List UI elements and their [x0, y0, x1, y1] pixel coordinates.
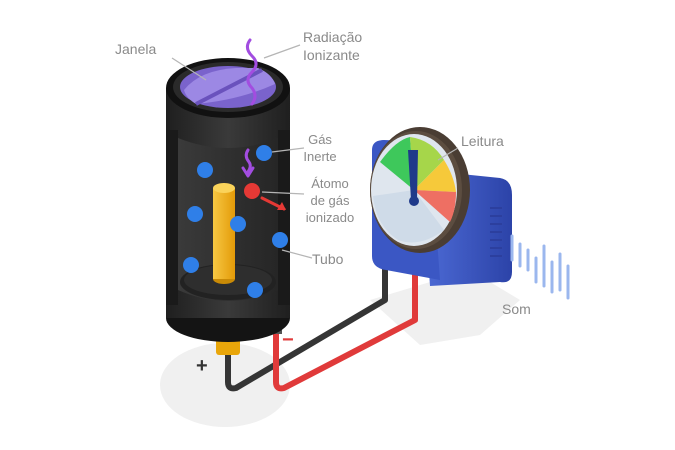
gas-atom [256, 145, 272, 161]
gauge-needle-icon [408, 150, 419, 206]
geiger-tube [166, 58, 290, 342]
label-janela: Janela [115, 41, 156, 57]
labels: Janela Radiação Ionizante Gás Inerte Áto… [115, 29, 531, 377]
label-som: Som [502, 301, 531, 317]
sound-wave-icon [510, 234, 570, 300]
label-tubo: Tubo [312, 251, 344, 267]
radiation-wave-icon [241, 38, 258, 178]
gas-atom [272, 232, 288, 248]
gas-atoms [183, 145, 288, 298]
gas-atom [183, 257, 199, 273]
ion-arrow-icon [260, 196, 286, 211]
leader-lines [171, 44, 459, 259]
ionized-atom [244, 183, 260, 199]
minus-sign: − [282, 329, 294, 351]
reading-meter [370, 127, 512, 286]
gas-atom [197, 162, 213, 178]
label-gas-2: Inerte [303, 149, 336, 164]
label-radiacao-2: Ionizante [303, 47, 360, 63]
gas-atom [247, 282, 263, 298]
label-gas-1: Gás [308, 132, 332, 147]
label-radiacao-1: Radiação [303, 29, 362, 45]
gas-atom [187, 206, 203, 222]
label-atomo-1: Átomo [311, 176, 349, 191]
central-electrode [213, 183, 235, 284]
plus-sign: + [196, 355, 208, 377]
floor-shadows [160, 270, 520, 427]
gas-atom [230, 216, 246, 232]
wires [225, 255, 418, 392]
label-leitura: Leitura [461, 133, 504, 149]
label-atomo-2: de gás [310, 193, 350, 208]
label-atomo-3: ionizado [306, 210, 354, 225]
positive-wire [225, 255, 388, 392]
negative-wire [273, 259, 418, 392]
window [180, 66, 276, 108]
